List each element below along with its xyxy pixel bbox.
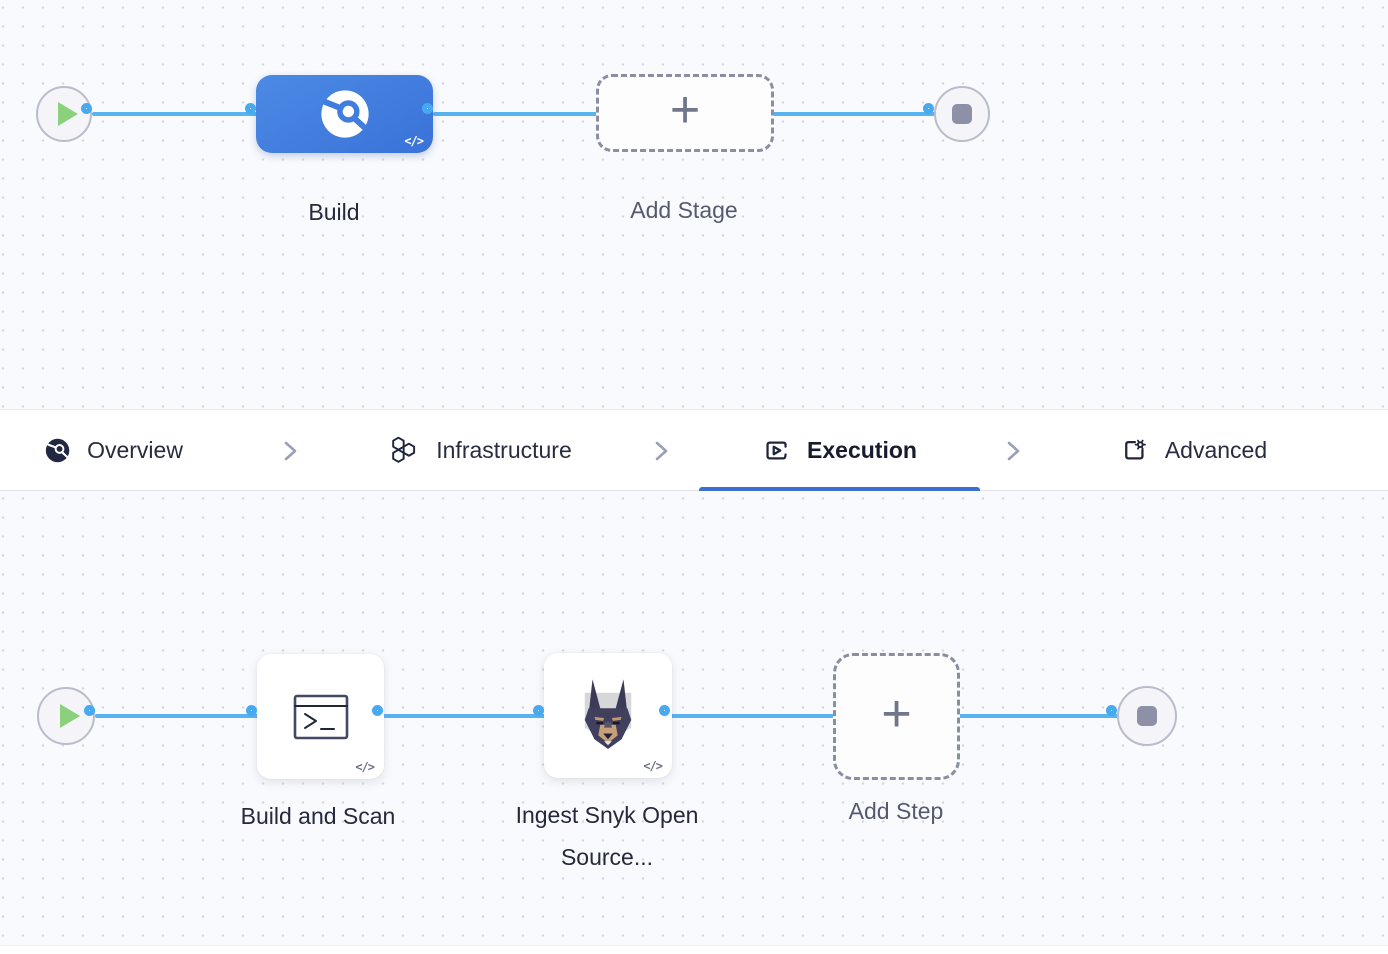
edge-buildscan-to-snyk <box>383 714 548 718</box>
tab-overview[interactable]: Overview <box>45 410 183 490</box>
pipeline-start-node <box>36 86 92 142</box>
execution-play-icon <box>766 441 787 459</box>
tab-execution-label: Execution <box>807 436 917 463</box>
code-icon: </> <box>643 759 663 773</box>
step-label-ingest-snyk: Ingest Snyk Open Source... <box>515 802 699 870</box>
steps-start-node <box>37 687 95 745</box>
port-snyk-in[interactable] <box>533 705 544 716</box>
edge-start-to-build <box>92 112 260 116</box>
chevron-right-icon <box>284 441 297 461</box>
execution-step-canvas[interactable]: </> </> + <box>0 491 1388 945</box>
stage-config-tabbar: Overview Infrastructure Execution <box>0 409 1388 491</box>
steps-stop-node <box>1117 686 1177 746</box>
code-icon: </> <box>404 134 424 148</box>
code-icon: </> <box>355 760 375 774</box>
port-start-out[interactable] <box>81 103 92 114</box>
stop-icon <box>1137 706 1157 726</box>
edge-addstage-to-stop <box>771 112 937 116</box>
add-step-button[interactable]: + <box>833 653 960 780</box>
tab-advanced-label: Advanced <box>1164 436 1268 463</box>
edge-build-to-addstage <box>433 112 599 116</box>
step-node-build-and-scan[interactable]: </> <box>257 654 384 779</box>
step-node-ingest-snyk[interactable]: </> <box>544 653 672 778</box>
ci-overview-icon <box>45 438 70 462</box>
stage-node-build[interactable]: </> <box>256 75 433 153</box>
plus-icon: + <box>881 684 912 743</box>
edge-snyk-to-addstep <box>670 714 837 718</box>
run-terminal-icon <box>293 694 348 739</box>
advanced-gear-icon <box>1125 439 1146 459</box>
pipeline-stop-node <box>934 86 990 142</box>
chevron-right-icon <box>655 441 668 461</box>
plus-icon: + <box>669 81 701 139</box>
add-stage-button[interactable]: + <box>596 74 774 152</box>
edge-start-to-buildscan <box>95 714 261 718</box>
tab-execution[interactable]: Execution <box>763 410 917 490</box>
edge-addstep-to-stop <box>956 714 1120 718</box>
stop-icon <box>952 104 972 124</box>
play-icon <box>59 704 80 728</box>
snyk-doberman-icon <box>584 678 632 749</box>
port-build-out[interactable] <box>422 103 433 114</box>
infrastructure-hexagons-icon <box>392 436 416 463</box>
port-buildscan-in[interactable] <box>246 705 257 716</box>
step-label-add-step: Add Step <box>848 798 944 824</box>
tab-infrastructure-label: Infrastructure <box>436 436 572 463</box>
step-label-build-and-scan: Build and Scan <box>240 803 396 829</box>
port-buildscan-out[interactable] <box>372 705 383 716</box>
port-start-out[interactable] <box>84 705 95 716</box>
port-build-in[interactable] <box>245 103 256 114</box>
tab-infrastructure[interactable]: Infrastructure <box>388 410 572 490</box>
bottom-panel-edge <box>0 945 1388 954</box>
tab-advanced[interactable]: Advanced <box>1121 410 1267 490</box>
tab-overview-label: Overview <box>87 436 183 463</box>
ci-module-icon <box>320 90 369 138</box>
play-icon <box>57 102 78 126</box>
stage-label-add-stage: Add Stage <box>630 197 738 223</box>
stage-graph-canvas[interactable]: </> + Build Add Stage <box>0 0 1388 409</box>
active-tab-indicator <box>699 487 980 491</box>
port-stop-in[interactable] <box>923 103 934 114</box>
chevron-right-icon <box>1007 441 1020 461</box>
stage-label-build: Build <box>308 199 360 225</box>
port-stop-in[interactable] <box>1106 705 1117 716</box>
port-snyk-out[interactable] <box>659 705 670 716</box>
